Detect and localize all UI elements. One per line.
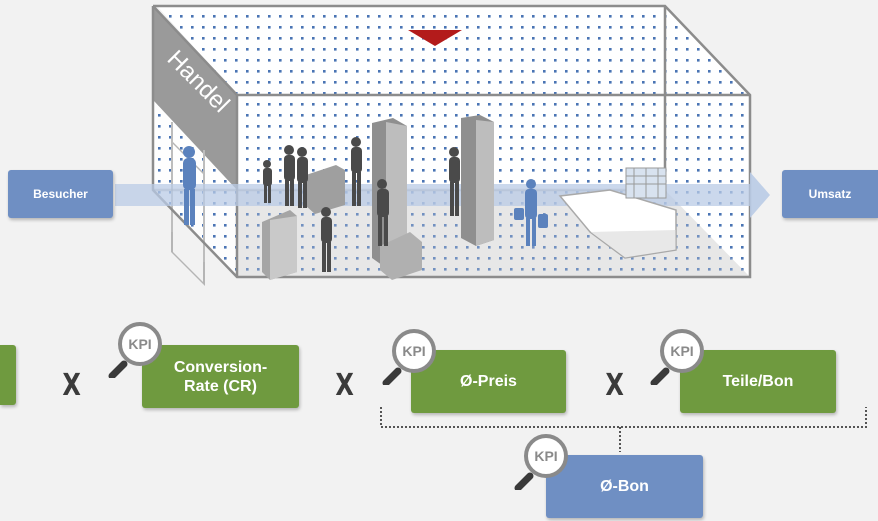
items-per-receipt-label: Teile/Bon bbox=[722, 373, 794, 390]
kpi-magnifier-icon: KPI bbox=[650, 329, 704, 385]
visitors-label: Besucher bbox=[33, 187, 88, 201]
shopper-silhouettes bbox=[263, 137, 460, 272]
average-price-label: Ø-Preis bbox=[460, 373, 517, 390]
checkout-counter bbox=[558, 167, 677, 259]
visitors-box: Besucher bbox=[8, 170, 113, 218]
kpi-magnifier-icon: KPI bbox=[108, 322, 162, 378]
store-shelves bbox=[262, 115, 494, 280]
visitors-kpi-box bbox=[0, 345, 16, 405]
customer-silhouettes bbox=[183, 146, 548, 246]
items-per-receipt-box: Teile/Bon bbox=[680, 350, 836, 413]
revenue-label: Umsatz bbox=[808, 187, 852, 201]
kpi-badge-text: KPI bbox=[534, 448, 557, 464]
conversion-rate-box: Conversion- Rate (CR) bbox=[142, 345, 299, 408]
multiply-operator-2: X bbox=[335, 368, 354, 403]
average-price-box: Ø-Preis bbox=[411, 350, 566, 413]
conversion-rate-label: Conversion- Rate (CR) bbox=[173, 358, 268, 395]
kpi-magnifier-icon: KPI bbox=[514, 434, 568, 490]
store-left-wall bbox=[153, 6, 237, 190]
bracket-connector bbox=[380, 407, 867, 452]
average-receipt-box: Ø-Bon bbox=[546, 455, 703, 518]
kpi-badge-text: KPI bbox=[402, 343, 425, 359]
kpi-badge-text: KPI bbox=[670, 343, 693, 359]
multiply-operator-3: X bbox=[605, 368, 624, 403]
average-receipt-label: Ø-Bon bbox=[600, 478, 649, 495]
entrance-marker-icon bbox=[408, 30, 462, 46]
multiply-operator-1: X bbox=[62, 368, 81, 403]
kpi-badge-text: KPI bbox=[128, 336, 151, 352]
revenue-box: Umsatz bbox=[782, 170, 878, 218]
kpi-magnifier-icon: KPI bbox=[382, 329, 436, 385]
